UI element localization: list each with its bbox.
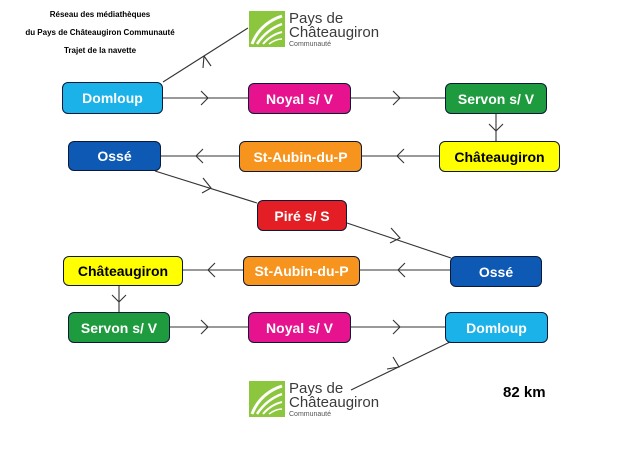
stop-servon-2: Servon s/ V xyxy=(68,312,170,343)
logo-top: Pays de Châteaugiron Communauté xyxy=(249,11,399,51)
stop-staubin-2: St-Aubin-du-P xyxy=(243,256,360,286)
logo-text-line-2: Châteaugiron xyxy=(289,24,380,41)
stop-noyal-1: Noyal s/ V xyxy=(248,83,351,114)
stop-servon-1: Servon s/ V xyxy=(445,83,547,114)
title-line-2: du Pays de Châteaugiron Communauté xyxy=(25,28,175,37)
stop-staubin-1: St-Aubin-du-P xyxy=(239,141,362,172)
title-line-1: Réseau des médiathèques xyxy=(49,10,151,19)
stop-noyal-2: Noyal s/ V xyxy=(248,312,351,343)
stop-domloup-end: Domloup xyxy=(445,312,548,343)
stop-osse-1: Ossé xyxy=(68,141,161,171)
logo-text-line-1: Pays de xyxy=(289,10,344,27)
logo-bottom: Pays de Châteaugiron Communauté xyxy=(249,381,399,421)
stop-osse-2: Ossé xyxy=(450,256,542,287)
logo-text-line-2: Châteaugiron xyxy=(289,394,380,411)
total-distance: 82 km xyxy=(503,384,546,401)
leaf-square-logo-icon xyxy=(249,381,285,417)
stop-chateaugiron-1: Châteaugiron xyxy=(439,141,560,172)
title-line-3: Trajet de la navette xyxy=(63,46,137,55)
stop-chateaugiron-2: Châteaugiron xyxy=(63,256,183,286)
logo-text-line-1: Pays de xyxy=(289,380,344,397)
leaf-square-logo-icon xyxy=(249,11,285,47)
stop-pire: Piré s/ S xyxy=(257,200,347,231)
logo-text-line-3: Communauté xyxy=(289,41,332,48)
logo-text-line-3: Communauté xyxy=(289,411,332,418)
stop-domloup-start: Domloup xyxy=(62,82,163,114)
